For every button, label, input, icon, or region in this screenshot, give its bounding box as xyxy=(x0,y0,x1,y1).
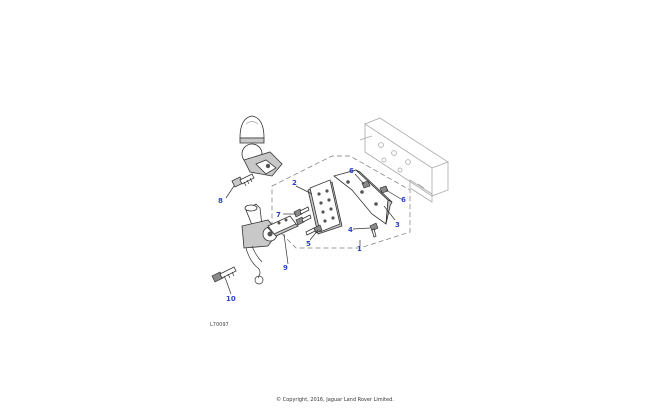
callout-3[interactable]: 3 xyxy=(395,221,400,229)
bolt-7-icon xyxy=(293,206,312,226)
leader-lines xyxy=(225,173,402,295)
callout-6-top[interactable]: 6 xyxy=(349,167,354,175)
callout-5[interactable]: 5 xyxy=(306,240,311,248)
bracket-3 xyxy=(333,169,393,225)
tow-ball xyxy=(241,143,283,177)
diagram-reference-code: L70097 xyxy=(210,322,229,328)
callout-1[interactable]: 1 xyxy=(357,245,362,253)
callout-9[interactable]: 9 xyxy=(283,264,288,272)
callout-8[interactable]: 8 xyxy=(218,197,223,205)
callout-2[interactable]: 2 xyxy=(292,179,297,187)
spacer-plate-9 xyxy=(267,215,299,237)
tow-ball-cover xyxy=(239,115,265,144)
callout-4[interactable]: 4 xyxy=(348,226,353,234)
callout-6-right[interactable]: 6 xyxy=(401,196,406,204)
chassis-rail xyxy=(359,117,449,203)
bolt-4-icon xyxy=(369,222,379,238)
bolt-10-icon xyxy=(211,266,237,283)
pin-and-clip xyxy=(241,203,279,285)
bolt-5-icon xyxy=(305,224,323,236)
callout-7[interactable]: 7 xyxy=(276,211,281,219)
drop-plate-2 xyxy=(307,179,343,235)
bolt-8-icon xyxy=(225,173,255,199)
assembly-outline xyxy=(271,155,411,249)
callout-10[interactable]: 10 xyxy=(226,295,236,303)
copyright-notice: © Copyright, 2016, Jaguar Land Rover Lim… xyxy=(276,397,394,403)
callouts: 1 2 3 4 5 6 6 7 8 9 10 xyxy=(218,167,406,303)
